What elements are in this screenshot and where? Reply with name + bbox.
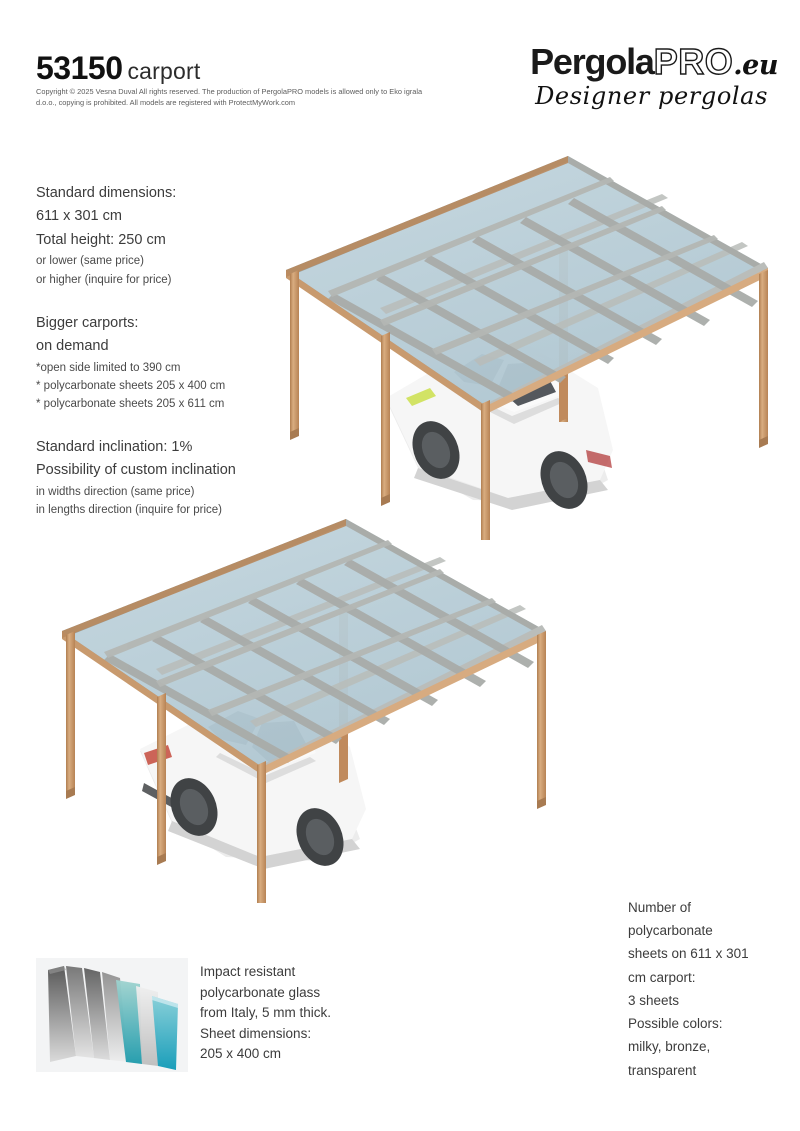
spec-standard-dimensions: Standard dimensions: 611 x 301 cm Total … (36, 182, 176, 289)
glass-description: Impact resistant polycarbonate glass fro… (200, 962, 331, 1065)
sheets-line-2: polycarbonate (628, 923, 713, 939)
carport-render-rear (48, 515, 568, 905)
brand-name-pergola: Pergola (530, 41, 655, 82)
sheets-info: Number of polycarbonate sheets on 611 x … (628, 896, 749, 1082)
glass-line-2: polycarbonate glass (200, 984, 321, 1000)
inclination-note-width: in widths direction (same price) (36, 485, 195, 498)
carport-3d-illustration-rear (62, 519, 546, 903)
sheet-samples-illustration (36, 958, 188, 1072)
post-left (66, 631, 75, 799)
sheets-line-4: cm carport: (628, 969, 696, 985)
bigger-note-sheet-400: * polycarbonate sheets 205 x 400 cm (36, 380, 226, 393)
glass-line-3: from Italy, 5 mm thick. (200, 1005, 332, 1021)
carport-roof (286, 156, 768, 412)
carport-3d-illustration-front (286, 156, 768, 540)
bigger-heading: Bigger carports: (36, 315, 139, 331)
post-right (759, 270, 768, 448)
inclination-custom: Possibility of custom inclination (36, 462, 236, 479)
height-note-lower: or lower (same price) (36, 255, 144, 268)
sheets-line-6: Possible colors: (628, 1016, 723, 1032)
dimensions-value: 611 x 301 cm (36, 208, 122, 225)
product-type: carport (127, 58, 201, 84)
post-right (537, 631, 546, 809)
dimensions-heading: Standard dimensions: (36, 185, 177, 201)
bigger-note-open-side: *open side limited to 390 cm (36, 361, 181, 374)
sheets-line-3: sheets on 611 x 301 (628, 946, 749, 962)
brand-name-pro: PRO (653, 41, 734, 82)
model-code: 53150 (36, 50, 123, 86)
brand-logo: PergolaPRO.eu Designer pergolas (488, 41, 778, 126)
carport-roof (62, 519, 546, 773)
spec-bigger-carports: Bigger carports: on demand *open side li… (36, 312, 225, 413)
post-mid (381, 332, 390, 506)
height-note-higher: or higher (inquire for price) (36, 273, 172, 286)
bigger-note-sheet-611: * polycarbonate sheets 205 x 611 cm (36, 398, 225, 411)
carport-render-front (268, 150, 788, 540)
glass-line-4: Sheet dimensions: (200, 1025, 312, 1041)
sheets-line-8: transparent (628, 1062, 697, 1078)
post-left (290, 270, 299, 440)
sheets-line-5: 3 sheets (628, 992, 680, 1008)
inclination-heading: Standard inclination: 1% (36, 439, 193, 455)
sheets-line-7: milky, bronze, (628, 1039, 711, 1055)
inclination-note-length: in lengths direction (inquire for price) (36, 504, 223, 517)
copyright-notice: Copyright © 2025 Vesna Duval All rights … (36, 87, 423, 108)
brand-tagline: Designer pergolas (535, 82, 768, 110)
carport-posts-front (290, 270, 768, 540)
spec-inclination: Standard inclination: 1% Possibility of … (36, 436, 236, 519)
sheets-line-1: Number of (628, 900, 692, 915)
post-center (481, 400, 490, 540)
polycarbonate-sheet-photo (36, 958, 188, 1072)
brand-name-tld: .eu (733, 50, 778, 81)
glass-line-1: Impact resistant (200, 964, 296, 979)
glass-line-5: 205 x 400 cm (200, 1046, 282, 1062)
brand-name: PergolaPRO.eu (488, 41, 778, 82)
bigger-value: on demand (36, 338, 109, 355)
carport-posts-front (66, 631, 546, 903)
post-mid (157, 693, 166, 865)
post-center (257, 761, 266, 903)
total-height-label: Total height: 250 cm (36, 231, 166, 248)
